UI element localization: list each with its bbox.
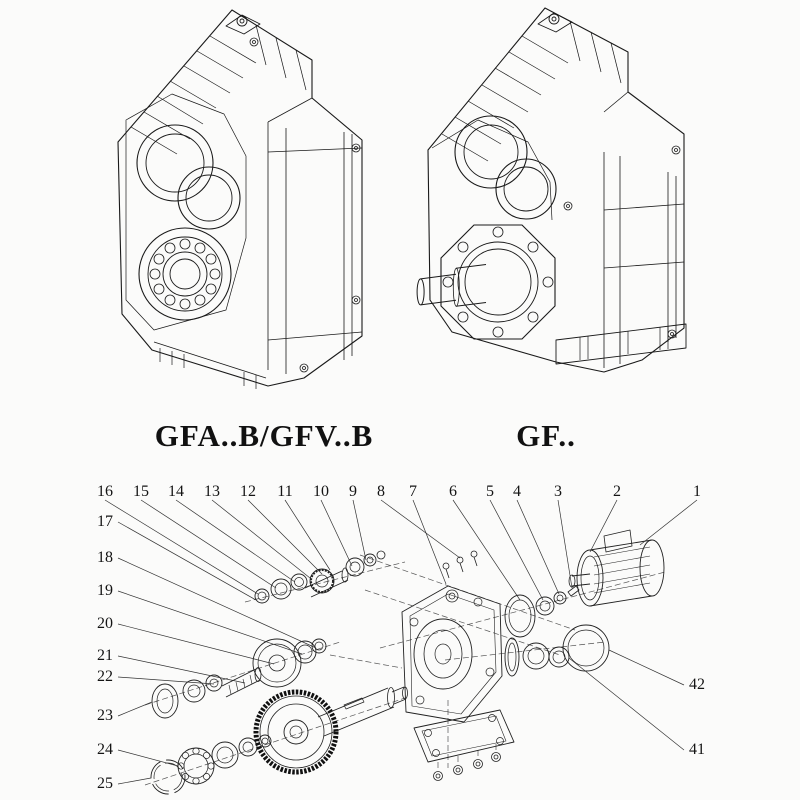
gearbox-drawing-gf (416, 7, 687, 373)
cooling-ribs (130, 24, 307, 155)
leader-lines (104, 499, 698, 785)
pinion-shaft-assembly (254, 550, 386, 604)
callout-19: 19 (97, 582, 113, 599)
output-shaft (416, 264, 487, 307)
callout-1: 1 (693, 483, 701, 500)
callout-5: 5 (486, 483, 494, 500)
cooling-ribs (441, 20, 622, 162)
motor (568, 529, 665, 607)
bearing-detail (138, 227, 232, 321)
output-shaft-assembly (150, 686, 408, 795)
callout-3: 3 (554, 483, 562, 500)
callout-11: 11 (277, 483, 293, 500)
callout-42: 42 (689, 676, 705, 693)
gear-housing (401, 550, 503, 723)
center-lines (144, 554, 666, 786)
callout-41: 41 (689, 741, 705, 758)
callout-10: 10 (313, 483, 329, 500)
callout-24: 24 (97, 741, 113, 758)
figure-caption-gfab: GFA..B/GFV..B (154, 418, 374, 453)
cover-plate (413, 709, 515, 781)
retaining-rings (504, 624, 610, 677)
gearbox-drawing-gfab (117, 9, 363, 389)
intermediate-gear-assembly (151, 638, 327, 719)
callout-7: 7 (409, 483, 417, 500)
callout-2: 2 (613, 483, 621, 500)
callout-15: 15 (133, 483, 149, 500)
callout-25: 25 (97, 775, 113, 792)
callout-21: 21 (97, 647, 113, 664)
output-flange (440, 224, 556, 340)
callout-20: 20 (97, 615, 113, 632)
callout-16: 16 (97, 483, 113, 500)
callout-17: 17 (97, 513, 113, 530)
callout-9: 9 (349, 483, 357, 500)
figure-caption-gf: GF.. (516, 418, 576, 453)
callout-8: 8 (377, 483, 385, 500)
callout-12: 12 (240, 483, 256, 500)
callout-6: 6 (449, 483, 457, 500)
callout-22: 22 (97, 668, 113, 685)
input-side-parts (504, 585, 580, 638)
exploded-view (104, 499, 698, 795)
callout-13: 13 (204, 483, 220, 500)
callout-4: 4 (513, 483, 521, 500)
callout-14: 14 (168, 483, 184, 500)
callout-18: 18 (97, 549, 113, 566)
callout-23: 23 (97, 707, 113, 724)
